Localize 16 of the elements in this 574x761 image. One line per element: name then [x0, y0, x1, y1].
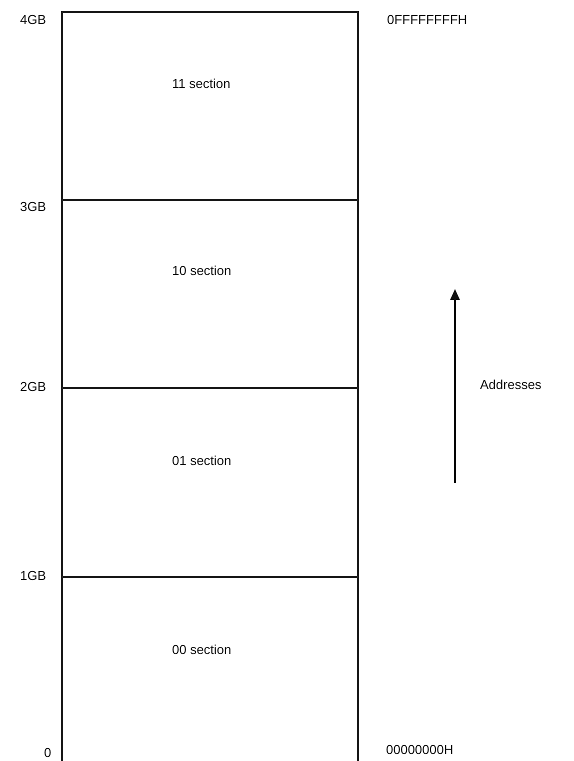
section-label: 10 section	[172, 263, 232, 278]
address-label: 0	[44, 745, 52, 760]
address-label: 2GB	[20, 379, 46, 394]
memory-section	[61, 199, 359, 389]
address-label: 3GB	[20, 199, 46, 214]
memory-section	[61, 387, 359, 578]
hex-address-label: 00000000H	[386, 742, 454, 757]
section-label: 00 section	[172, 642, 232, 657]
hex-address-label: 0FFFFFFFFH	[387, 12, 468, 27]
memory-section	[61, 11, 359, 201]
axis-label: Addresses	[480, 377, 542, 392]
address-label: 1GB	[20, 568, 46, 583]
memory-section	[61, 576, 359, 761]
section-label: 11 section	[172, 76, 232, 91]
section-label: 01 section	[172, 453, 232, 468]
address-label: 4GB	[20, 12, 46, 27]
